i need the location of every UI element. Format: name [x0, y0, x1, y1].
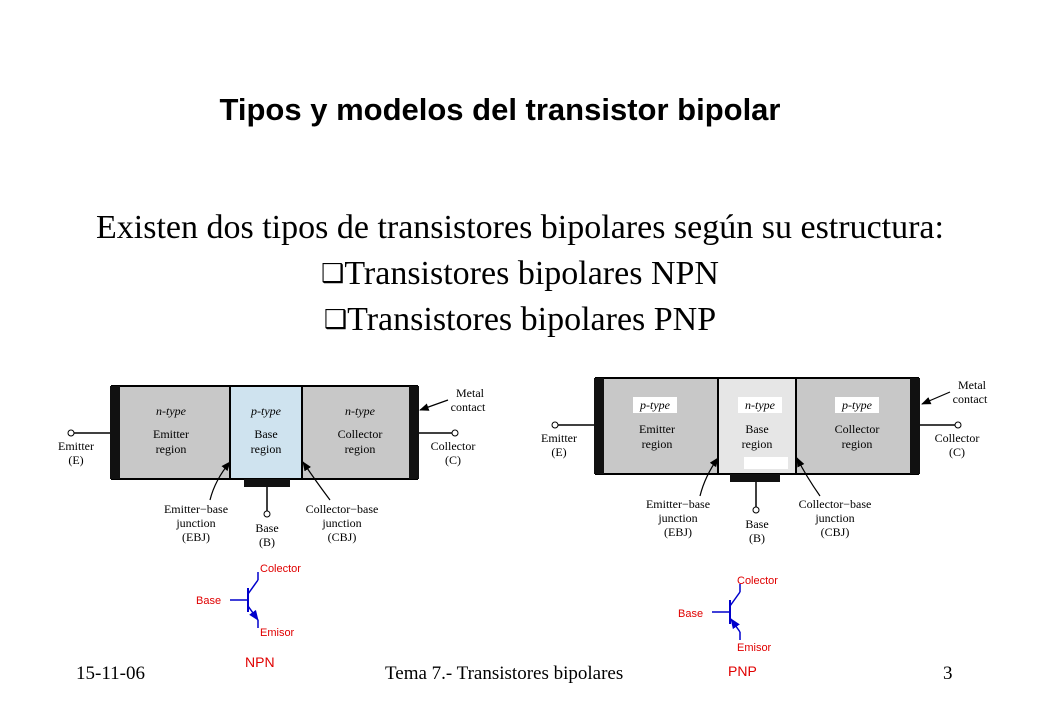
npn-base-terminal [263, 510, 271, 518]
footer-center: Tema 7.- Transistores bipolares [385, 663, 624, 684]
checkbox-bullet-icon: ❑ [321, 259, 345, 289]
bullet-pnp: ❑Transistores bipolares PNP [0, 297, 1040, 343]
pnp-emitter-type: p-type [639, 398, 671, 412]
npn-base-label: Base [255, 521, 278, 535]
npn-emitter-label: Emitter [58, 439, 94, 453]
pnp-collector-type: p-type [841, 398, 873, 412]
pnp-structure-diagram: p-type Emitter region n-type Base region… [541, 377, 988, 545]
npn-collector-region-label-2: region [345, 442, 376, 456]
checkbox-bullet-icon: ❑ [323, 305, 348, 335]
npn-collector-symbol: (C) [445, 453, 461, 467]
footer-date: 15-11-06 [76, 663, 145, 684]
pnp-base-type: n-type [745, 398, 776, 412]
intro-line: Existen dos tipos de transistores bipola… [96, 209, 944, 246]
npn-ebj-label-3: (EBJ) [182, 530, 210, 544]
npn-symbol: Colector Base Emisor NPN [196, 563, 301, 670]
npn-emitter-region-label: Emitter [153, 427, 189, 441]
npn-emitter-region-label-2: region [156, 442, 187, 456]
npn-cbj-label-2: junction [321, 516, 361, 530]
pnp-collector-symbol: (C) [949, 445, 965, 459]
npn-symbol-emitter: Emisor [260, 627, 295, 639]
pnp-ebj-label-2: junction [657, 511, 697, 525]
npn-ebj-label-2: junction [175, 516, 215, 530]
pnp-emitter-symbol: (E) [551, 445, 566, 459]
pnp-collector-contact [910, 378, 920, 474]
pnp-base-contact [730, 474, 780, 482]
npn-cbj-label-3: (CBJ) [328, 530, 357, 544]
pnp-collector-label: Collector [935, 431, 980, 445]
pnp-collector-terminal [954, 421, 962, 429]
pnp-base-region-label-2: region [742, 437, 773, 451]
pnp-symbol: Colector Base Emisor PNP [678, 575, 778, 679]
npn-ebj-label: Emitter−base [164, 502, 228, 516]
npn-collector-region-label: Collector [338, 427, 383, 441]
npn-cbj-label: Collector−base [306, 502, 379, 516]
pnp-label-patch [744, 457, 788, 469]
pnp-ebj-label: Emitter−base [646, 497, 710, 511]
npn-metal-label: Metal [456, 386, 485, 400]
bullet-pnp-text: Transistores bipolares PNP [347, 301, 717, 338]
npn-symbol-label: NPN [245, 654, 275, 670]
npn-base-contact [244, 479, 290, 487]
npn-metal-label-2: contact [451, 400, 486, 414]
npn-collector-contact [409, 386, 419, 479]
npn-emitter-terminal [67, 429, 75, 437]
bullet-npn: ❑Transistores bipolares NPN [0, 251, 1040, 297]
pnp-symbol-collector: Colector [737, 575, 778, 587]
bullet-npn-text: Transistores bipolares NPN [344, 255, 719, 292]
npn-collector-label: Collector [431, 439, 476, 453]
pnp-base-region-label: Base [745, 422, 768, 436]
pnp-base-symbol: (B) [749, 531, 765, 545]
pnp-symbol-emitter: Emisor [737, 642, 772, 654]
pnp-emitter-label: Emitter [541, 431, 577, 445]
page-number: 3 [943, 663, 953, 684]
npn-structure-diagram: n-type Emitter region p-type Base region… [58, 385, 486, 549]
pnp-metal-label-2: contact [953, 392, 988, 406]
pnp-base-terminal [752, 506, 760, 514]
npn-symbol-collector: Colector [260, 563, 301, 575]
npn-base-region-label-2: region [251, 442, 282, 456]
npn-emitter-type: n-type [156, 404, 187, 418]
npn-emitter-contact [110, 386, 120, 479]
npn-symbol-base: Base [196, 595, 221, 607]
npn-collector-type: n-type [345, 404, 376, 418]
pnp-cbj-label-3: (CBJ) [821, 525, 850, 539]
intro-text-block: Existen dos tipos de transistores bipola… [0, 205, 1040, 343]
pnp-emitter-region-label-2: region [642, 437, 673, 451]
npn-base-region-label: Base [254, 427, 277, 441]
pnp-collector-region-label-2: region [842, 437, 873, 451]
pnp-collector-region-label: Collector [835, 422, 880, 436]
slide-title: Tipos y modelos del transistor bipolar [219, 92, 781, 127]
npn-base-type: p-type [250, 404, 282, 418]
npn-base-region [229, 385, 303, 480]
pnp-symbol-base: Base [678, 608, 703, 620]
pnp-emitter-region-label: Emitter [639, 422, 675, 436]
pnp-metal-label: Metal [958, 378, 987, 392]
pnp-cbj-label: Collector−base [799, 497, 872, 511]
npn-base-symbol: (B) [259, 535, 275, 549]
pnp-base-label: Base [745, 517, 768, 531]
npn-emitter-symbol: (E) [68, 453, 83, 467]
pnp-ebj-label-3: (EBJ) [664, 525, 692, 539]
pnp-emitter-terminal [551, 421, 559, 429]
npn-collector-terminal [451, 429, 459, 437]
pnp-symbol-label: PNP [728, 663, 757, 679]
pnp-cbj-label-2: junction [814, 511, 854, 525]
pnp-emitter-contact [594, 378, 604, 474]
